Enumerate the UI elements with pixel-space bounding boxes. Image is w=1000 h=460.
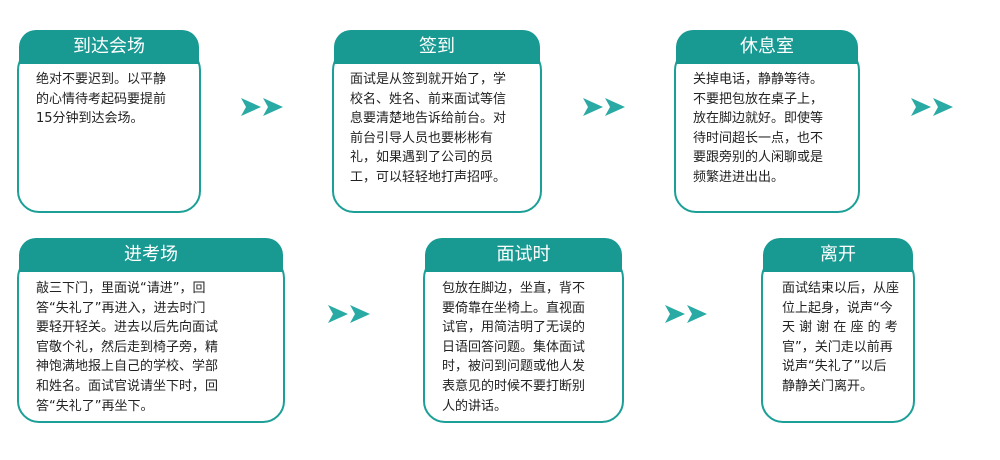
step-title-enter-room: 进考场 xyxy=(19,238,283,272)
step-text-interview: 包放在脚边，坐直，背不 要倚靠在坐椅上。直视面 试官，用简洁明了无误的 日语回答… xyxy=(442,281,586,414)
step-title-interview: 面试时 xyxy=(425,238,622,272)
step-card-signin xyxy=(332,48,542,213)
step-text-arrive: 绝对不要迟到。以平静 的心情待考起码要提前 15分钟到达会场。 xyxy=(36,72,167,127)
step-text-waiting-room: 关掉电话，静静等待。 不要把包放在桌子上， 放在脚边就好。即使等 待时间超长一点… xyxy=(693,72,824,185)
double-chevron-right-icon xyxy=(241,97,289,117)
step-card-interview xyxy=(423,256,624,423)
step-title-signin: 签到 xyxy=(334,30,540,64)
step-title-arrive: 到达会场 xyxy=(19,30,199,64)
step-title-leave: 离开 xyxy=(763,238,913,272)
double-chevron-right-icon xyxy=(911,97,959,117)
step-text-leave: 面试结束以后，从座 位上起身，说声“今 天 谢 谢 在 座 的 考 官”，关门走… xyxy=(782,281,900,394)
step-text-signin: 面试是从签到就开始了，学 校名、姓名、前来面试等信 息要清楚地告诉给前台。对 前… xyxy=(350,72,507,185)
double-chevron-right-icon xyxy=(328,304,376,324)
double-chevron-right-icon xyxy=(583,97,631,117)
double-chevron-right-icon xyxy=(665,304,713,324)
step-card-waiting-room xyxy=(674,48,860,213)
step-card-enter-room xyxy=(17,256,285,423)
step-title-waiting-room: 休息室 xyxy=(676,30,858,64)
step-text-enter-room: 敲三下门，里面说“请进”，回 答“失礼了”再进入，进去时门 要轻开轻关。进去以后… xyxy=(36,281,219,414)
